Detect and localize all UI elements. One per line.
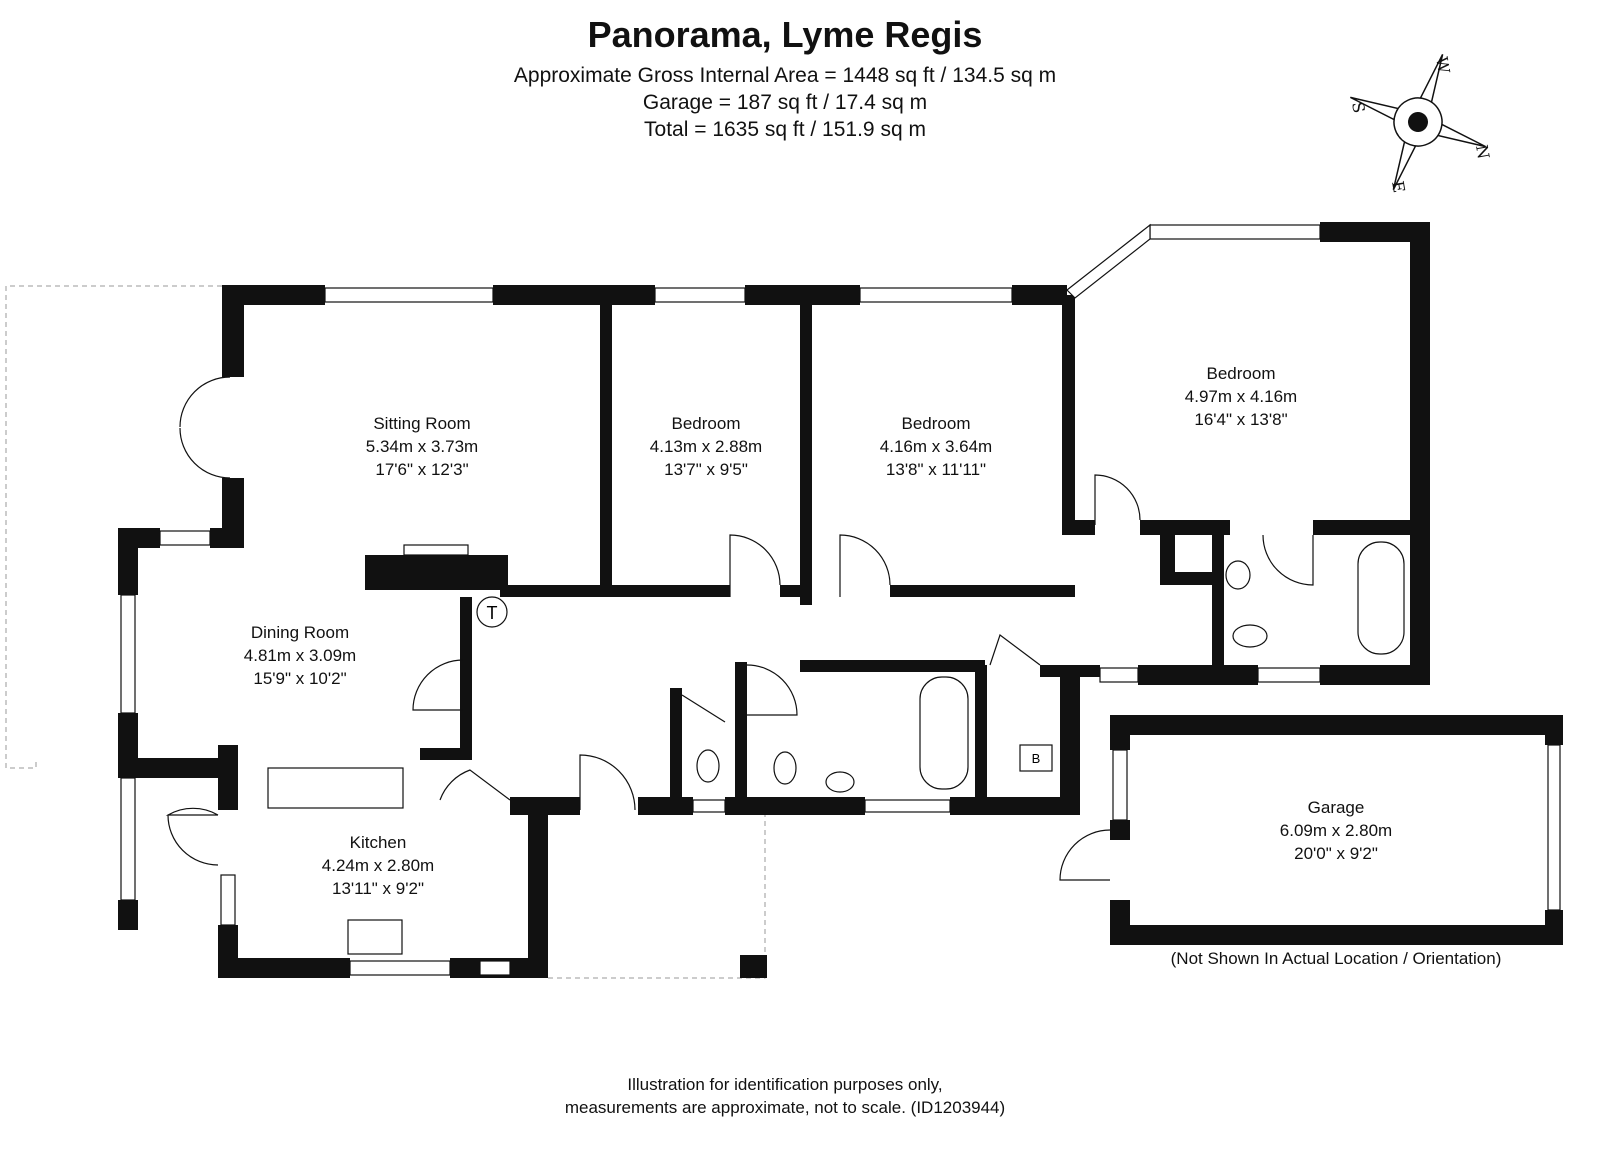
svg-text:16'4" x 13'8": 16'4" x 13'8" [1194,410,1287,429]
bath-icon [919,676,969,790]
svg-text:13'7" x 9'5": 13'7" x 9'5" [664,460,748,479]
svg-text:15'9" x 10'2": 15'9" x 10'2" [253,669,346,688]
svg-text:Bedroom: Bedroom [1207,364,1276,383]
svg-text:Bedroom: Bedroom [672,414,741,433]
compass-s: S [1348,100,1369,114]
room-kitchen: Kitchen 4.24m x 2.80m 13'11" x 9'2" [322,833,434,898]
plan-title: Panorama, Lyme Regis [587,14,983,55]
toilet-icon [696,749,720,783]
svg-text:20'0" x 9'2": 20'0" x 9'2" [1294,844,1378,863]
compass-e: E [1388,179,1409,194]
svg-text:4.13m x 2.88m: 4.13m x 2.88m [650,437,762,456]
svg-text:4.97m x 4.16m: 4.97m x 4.16m [1185,387,1297,406]
toilet-icon [1232,624,1268,648]
disclaimer-line-2: measurements are approximate, not to sca… [564,1098,1006,1117]
compass-w: W [1432,55,1454,75]
basin-icon [1225,560,1251,590]
room-bedroom-3: Bedroom 4.97m x 4.16m 16'4" x 13'8" [1185,364,1297,429]
svg-text:Kitchen: Kitchen [350,833,407,852]
room-bedroom-1: Bedroom 4.13m x 2.88m 13'7" x 9'5" [650,414,762,479]
windows [120,223,1561,976]
doors [165,376,1314,881]
svg-text:(Not Shown In Actual Location: (Not Shown In Actual Location / Orientat… [1171,949,1502,968]
compass-icon [1350,54,1486,190]
svg-text:13'11" x 9'2": 13'11" x 9'2" [332,879,424,898]
total-area: Total = 1635 sq ft / 151.9 sq m [644,118,926,141]
sink-icon [347,919,403,955]
svg-text:5.34m x 3.73m: 5.34m x 3.73m [366,437,478,456]
svg-text:Garage: Garage [1308,798,1365,817]
room-garage: Garage 6.09m x 2.80m 20'0" x 9'2" [1280,798,1392,863]
garage-note: (Not Shown In Actual Location / Orientat… [1171,949,1502,968]
basin-icon [825,771,855,793]
svg-text:4.16m x 3.64m: 4.16m x 3.64m [880,437,992,456]
svg-text:4.24m x 2.80m: 4.24m x 2.80m [322,856,434,875]
svg-text:17'6" x 12'3": 17'6" x 12'3" [375,460,468,479]
svg-text:Sitting Room: Sitting Room [373,414,470,433]
svg-text:Bedroom: Bedroom [902,414,971,433]
gross-area: Approximate Gross Internal Area = 1448 s… [513,64,1057,87]
garage-area: Garage = 187 sq ft / 17.4 sq m [642,91,928,114]
svg-text:Dining Room: Dining Room [251,623,349,642]
walls [118,222,1563,978]
svg-text:13'8" x 11'11": 13'8" x 11'11" [886,460,986,479]
room-dining-room: Dining Room 4.81m x 3.09m 15'9" x 10'2" [244,623,356,688]
compass-n: N [1472,143,1493,160]
toilet-icon [773,751,797,785]
hob-worktop [267,767,404,809]
room-bedroom-2: Bedroom 4.16m x 3.64m 13'8" x 11'11" [880,414,992,479]
room-sitting-room: Sitting Room 5.34m x 3.73m 17'6" x 12'3" [366,414,478,479]
fixtures [267,541,1405,955]
disclaimer-line-1: Illustration for identification purposes… [627,1075,943,1094]
svg-text:4.81m x 3.09m: 4.81m x 3.09m [244,646,356,665]
boiler-label: B [1032,751,1041,766]
svg-text:6.09m x 2.80m: 6.09m x 2.80m [1280,821,1392,840]
tank-label: T [487,603,498,623]
bath-icon [1357,541,1405,655]
